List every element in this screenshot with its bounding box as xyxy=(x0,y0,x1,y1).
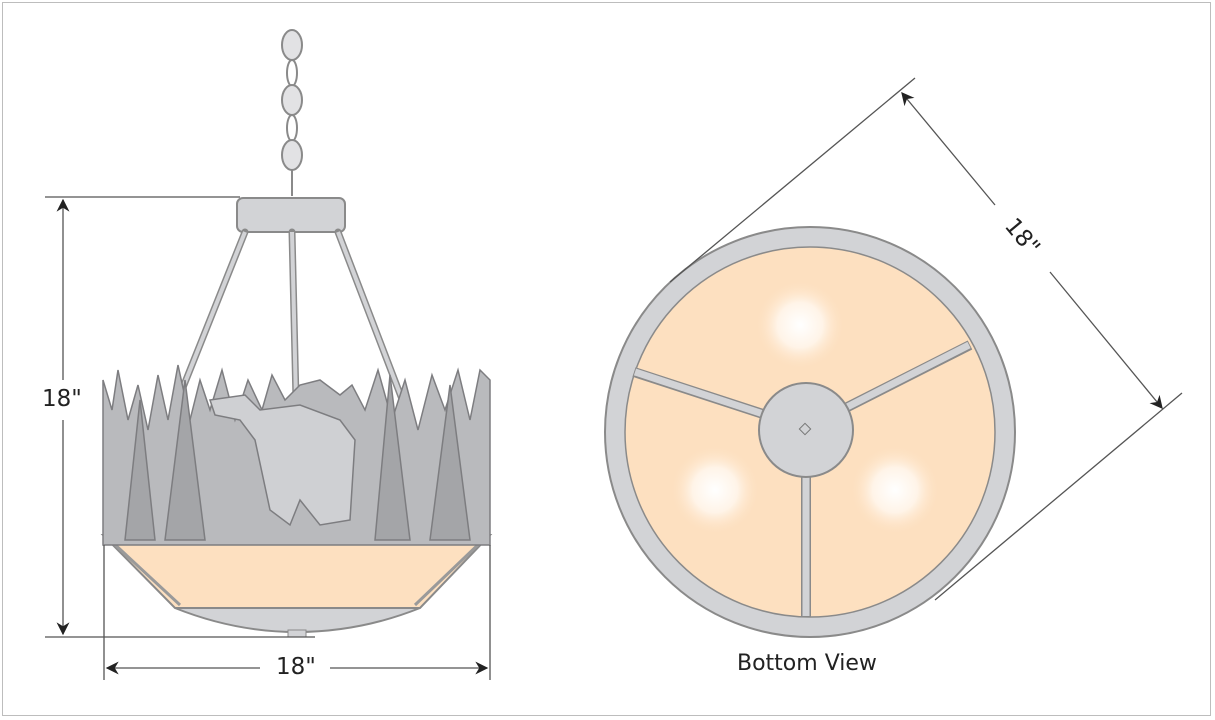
light-glow xyxy=(850,445,940,535)
bottom-view xyxy=(604,226,1016,638)
width-dimension xyxy=(103,545,491,680)
bowl-bottom xyxy=(174,607,421,634)
tree-and-moose-band xyxy=(102,364,491,546)
diameter-dimension xyxy=(669,77,1183,601)
bottom-view-label: Bottom View xyxy=(737,651,877,676)
light-glow xyxy=(670,445,760,535)
side-view xyxy=(100,29,493,638)
light-glow xyxy=(755,280,845,370)
canopy xyxy=(236,197,346,233)
height-dimension xyxy=(45,196,315,638)
width-label: 18" xyxy=(276,654,316,680)
moose xyxy=(209,394,356,527)
shade-bowl xyxy=(100,534,493,609)
center-hub xyxy=(758,382,854,478)
chain xyxy=(281,29,303,196)
height-label: 18" xyxy=(42,386,82,412)
